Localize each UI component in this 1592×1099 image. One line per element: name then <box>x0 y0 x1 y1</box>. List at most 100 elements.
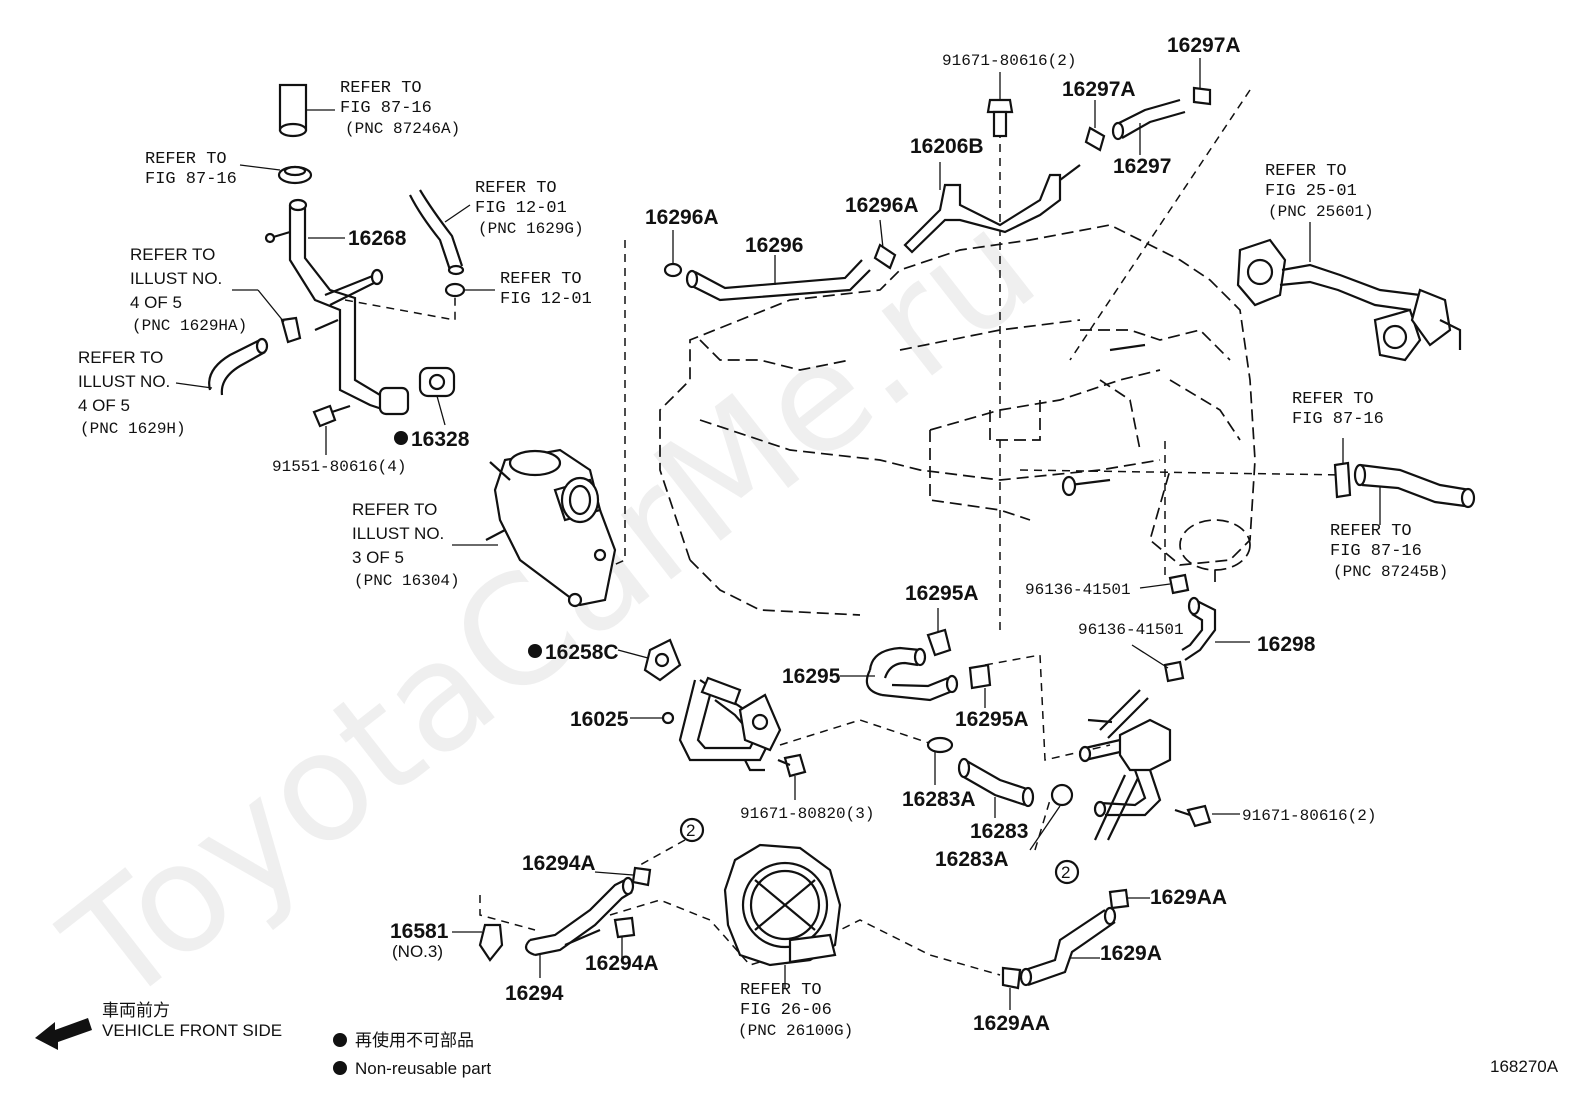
hose-16283 <box>926 736 1074 851</box>
bolt-91551-icon <box>312 404 351 455</box>
non-reusable-marker <box>333 1061 347 1075</box>
ref-87-16-c-l2: FIG 87-16 <box>1292 410 1384 429</box>
ref-illust-4a-l3: 4 OF 5 <box>130 293 182 312</box>
ref-87-16-a-l3: (PNC 87246A) <box>345 120 460 138</box>
clamp-icon <box>1192 58 1212 106</box>
part-16581-sub: (NO.3) <box>392 942 443 961</box>
legend-nonreusable-en: Non-reusable part <box>355 1059 491 1078</box>
throttle-body <box>723 843 842 988</box>
ref-26-06-l3: (PNC 26100G) <box>738 1022 853 1040</box>
part-16283a-bottom: 16283A <box>935 848 1009 871</box>
water-bypass-pipe-16268 <box>264 198 410 416</box>
part-16294a-top: 16294A <box>522 852 596 875</box>
bypass-fitting <box>1078 689 1172 841</box>
hose-16298 <box>1131 573 1250 683</box>
hose-87245b <box>1333 438 1476 525</box>
circle-marker-2: 2 <box>679 817 705 843</box>
ref-illust-4a-l2: ILLUST NO. <box>130 269 222 288</box>
ref-12-01-b-l2: FIG 12-01 <box>500 290 592 309</box>
part-16295a-bottom: 16295A <box>955 708 1029 731</box>
part-16295a-top: 16295A <box>905 582 979 605</box>
part-16294a-bottom: 16294A <box>585 952 659 975</box>
gasket-16258c <box>617 638 682 682</box>
engine-outline <box>659 224 1256 616</box>
ref-26-06-l1: REFER TO <box>740 981 822 1000</box>
ref-illust-3-l2: ILLUST NO. <box>352 524 444 543</box>
part-91671-80616-top: 91671-80616(2) <box>942 52 1076 70</box>
pipe-87246a <box>278 83 335 138</box>
non-reusable-marker <box>394 431 408 445</box>
non-reusable-marker <box>333 1033 347 1047</box>
legend-direction-jp: 車両前方 <box>102 1001 170 1020</box>
ref-87-16-c-l1: REFER TO <box>1292 390 1374 409</box>
hose-1629h <box>175 337 269 396</box>
hose-clip-16581-icon <box>452 923 504 962</box>
part-16298: 16298 <box>1257 633 1316 656</box>
bracket-16206b <box>903 162 1081 254</box>
part-16297a-right: 16297A <box>1167 34 1241 57</box>
part-1629aa-right: 1629AA <box>1150 886 1227 909</box>
clamp-icon <box>873 219 897 270</box>
ref-12-01-a-l3: (PNC 1629G) <box>478 220 584 238</box>
part-91671-80820: 91671-80820(3) <box>740 805 874 823</box>
part-16295: 16295 <box>782 665 841 688</box>
svg-text:2: 2 <box>1061 863 1070 882</box>
svg-text:2: 2 <box>686 821 695 840</box>
part-16206b: 16206B <box>910 135 984 158</box>
ref-87-16-d-l1: REFER TO <box>1330 522 1412 541</box>
part-16296a-left: 16296A <box>645 206 719 229</box>
ref-87-16-b-l1: REFER TO <box>145 150 227 169</box>
ref-illust-3-l3: 3 OF 5 <box>352 548 404 567</box>
ref-25-01-l1: REFER TO <box>1265 162 1347 181</box>
ref-87-16-d-l2: FIG 87-16 <box>1330 542 1422 561</box>
part-16283: 16283 <box>970 820 1028 843</box>
water-inlet-housing <box>452 448 617 608</box>
part-96136-41501-top: 96136-41501 <box>1025 581 1131 599</box>
part-91671-80616-right: 91671-80616(2) <box>1242 807 1376 825</box>
part-16297a-left: 16297A <box>1062 78 1136 101</box>
clamp-icon <box>239 164 313 185</box>
part-16283a-left: 16283A <box>902 788 976 811</box>
ref-illust-4a-l4: (PNC 1629HA) <box>132 317 247 335</box>
ref-12-01-b-l1: REFER TO <box>500 270 582 289</box>
water-outlet-16025 <box>630 676 782 772</box>
gasket-16328 <box>418 366 456 426</box>
ref-87-16-a-l2: FIG 87-16 <box>340 99 432 118</box>
ref-illust-3-l4: (PNC 16304) <box>354 572 460 590</box>
clamp-icon <box>444 282 495 298</box>
part-16296a-right: 16296A <box>845 194 919 217</box>
part-16328: 16328 <box>411 428 470 451</box>
part-16297: 16297 <box>1113 155 1171 178</box>
ref-illust-4b-l4: (PNC 1629H) <box>80 420 186 438</box>
hose-1629g <box>409 189 471 276</box>
clamp-icon <box>1084 100 1106 152</box>
bolt-91671-icon <box>777 753 807 800</box>
circle-marker-2: 2 <box>1054 859 1080 885</box>
legend-direction-en: VEHICLE FRONT SIDE <box>102 1021 282 1040</box>
bolt-91671-icon <box>1174 804 1240 828</box>
hose-16296 <box>663 230 871 302</box>
hose-1629a <box>1001 888 1150 1010</box>
hose-clip-icon <box>232 289 302 344</box>
egr-pipe-25601 <box>1236 222 1462 362</box>
diagram-id: 168270A <box>1490 1057 1559 1076</box>
ref-12-01-a-l2: FIG 12-01 <box>475 199 567 218</box>
part-16258c: 16258C <box>545 641 619 664</box>
non-reusable-marker <box>528 644 542 658</box>
ref-illust-3-l1: REFER TO <box>352 500 437 519</box>
ref-87-16-b-l2: FIG 87-16 <box>145 170 237 189</box>
part-16025: 16025 <box>570 708 629 731</box>
part-91551-80616: 91551-80616(4) <box>272 458 406 476</box>
part-16581: 16581 <box>390 920 449 943</box>
part-96136-41501-bottom: 96136-41501 <box>1078 621 1184 639</box>
ref-illust-4b-l2: ILLUST NO. <box>78 372 170 391</box>
part-1629a: 1629A <box>1100 942 1162 965</box>
bolt-91671-icon <box>986 72 1014 138</box>
ref-87-16-d-l3: (PNC 87245B) <box>1333 563 1448 581</box>
hose-16294 <box>524 866 652 978</box>
part-1629aa-bottom: 1629AA <box>973 1012 1050 1035</box>
ref-illust-4b-l3: 4 OF 5 <box>78 396 130 415</box>
ref-25-01-l2: FIG 25-01 <box>1265 182 1357 201</box>
ref-illust-4b-l1: REFER TO <box>78 348 163 367</box>
